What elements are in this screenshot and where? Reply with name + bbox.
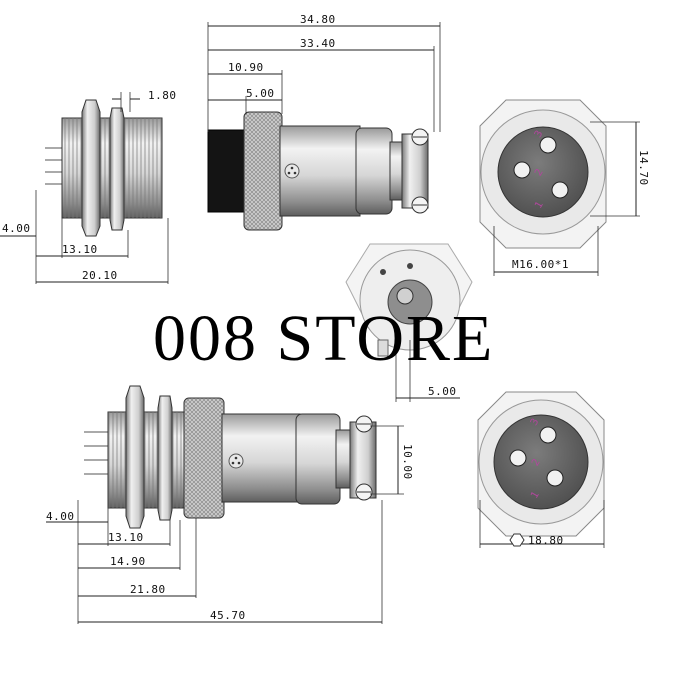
dim-thread-spec: M16.00*1 xyxy=(512,258,569,271)
dim-front-height: 14.70 xyxy=(637,150,650,186)
pin-label-3-bottom: 3 xyxy=(529,417,542,428)
dim-bottom-height: 10.00 xyxy=(401,444,414,480)
dim-top-overall: 34.80 xyxy=(300,13,336,26)
pin-label-3-top: 3 xyxy=(533,129,546,140)
dim-side-flange: 1.80 xyxy=(148,89,177,102)
front-view-plug xyxy=(477,391,605,548)
dim-side-pin: 4.00 xyxy=(2,222,31,235)
dim-hex-size: 18.80 xyxy=(528,534,564,547)
side-view-panel-mount xyxy=(0,92,169,284)
dim-bottom-pin: 4.00 xyxy=(46,510,75,523)
dim-top-front: 5.00 xyxy=(246,87,275,100)
store-watermark: 008 STORE xyxy=(153,302,494,375)
front-view-socket xyxy=(479,99,640,276)
dim-bottom-d3: 21.80 xyxy=(130,583,166,596)
dim-rear-center: 5.00 xyxy=(428,385,457,398)
dim-side-total: 20.10 xyxy=(82,269,118,282)
pin-label-1-bottom: 1 xyxy=(529,490,542,501)
rear-view xyxy=(345,243,473,402)
plug-side-view xyxy=(207,22,441,231)
pin-label-2-bottom: 2 xyxy=(530,457,543,468)
dim-bottom-total: 45.70 xyxy=(210,609,246,622)
assembly-side-view xyxy=(46,385,404,624)
dim-bottom-d2: 14.90 xyxy=(110,555,146,568)
dim-top-body: 33.40 xyxy=(300,37,336,50)
dim-top-knurl: 10.90 xyxy=(228,61,264,74)
pin-label-1-top: 1 xyxy=(533,200,546,211)
dim-side-thread: 13.10 xyxy=(62,243,98,256)
dim-bottom-d1: 13.10 xyxy=(108,531,144,544)
pin-label-2-top: 2 xyxy=(533,167,546,178)
